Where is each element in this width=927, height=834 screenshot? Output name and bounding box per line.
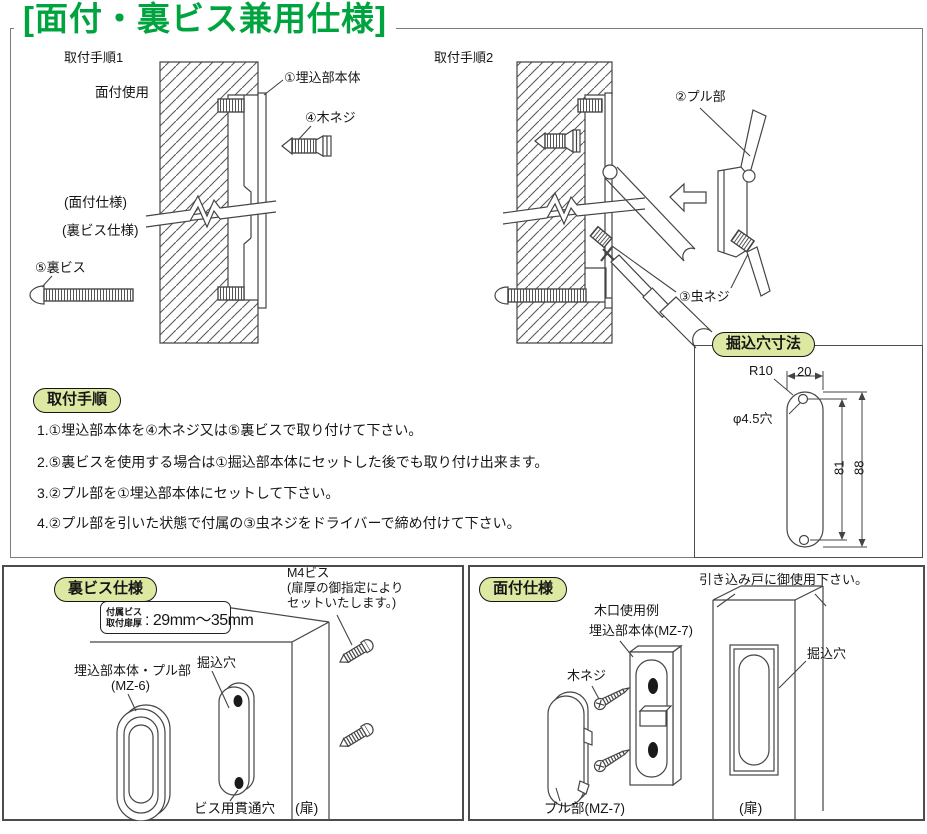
- dimension-heading: 掘込穴寸法: [712, 332, 816, 357]
- m4-screw-icon: [336, 636, 376, 668]
- spec-line2: 取付扉厚: [106, 617, 143, 628]
- label-mz7-body: 埋込部本体(MZ-7): [589, 623, 693, 638]
- dim-radius: R10: [749, 363, 773, 378]
- label-body-pull: 埋込部本体・プル部: [74, 663, 192, 678]
- mz7-pull: [547, 691, 593, 807]
- dim-outer-height: 88: [851, 460, 867, 476]
- arrow-left-icon: [669, 182, 707, 213]
- wood-screw-icon-2: [591, 744, 633, 775]
- mz6-capsule: [116, 704, 171, 821]
- label-through-hole: ビス用貫通穴: [194, 801, 275, 816]
- diagram2-caption: 取付手順2: [434, 50, 494, 65]
- label-end-grain-example: 木口使用例: [594, 603, 660, 618]
- label-wood-screw-right: 木ネジ: [567, 668, 607, 683]
- dim-inner-height: 81: [831, 460, 847, 476]
- procedure-step-3: 3.②プル部を①埋込部本体にセットして下さい。: [37, 485, 340, 501]
- routed-hole: [729, 644, 779, 776]
- screw-boss-top-right: [577, 98, 603, 113]
- page-title: [面付・裏ビス兼用仕様]: [14, 0, 396, 38]
- screwdriver-icon: [600, 246, 713, 349]
- back-screw-icon: [29, 285, 134, 305]
- label-m4-1: M4ビス: [287, 566, 330, 580]
- label-sliding-door-note: 引き込み戸に御使用下さい。: [699, 572, 869, 587]
- screw-boss-top-left: [217, 98, 245, 113]
- procedure-step-2: 2.⑤裏ビスを使用する場合は①掘込部本体にセットした後でも取り付け出来ます。: [37, 454, 549, 470]
- screw-boss-bottom-left: [217, 286, 245, 301]
- dim-hole: φ4.5穴: [733, 411, 773, 426]
- door-thickness-spec: 付属ビス 取付扉厚 : 29mm〜35mm: [100, 601, 254, 634]
- diagram1-caption: 取付手順1: [64, 50, 124, 65]
- label-set-screw: ③虫ネジ: [679, 289, 730, 304]
- spec-line1: 付属ビス: [106, 607, 143, 618]
- set-screw-icon: [589, 225, 613, 249]
- label-m4-2: (扉厚の御指定により: [287, 581, 404, 595]
- label-door-left: (扉): [295, 800, 319, 816]
- label-body-pull-model: (MZ-6): [111, 678, 150, 693]
- label-door-right: (扉): [739, 800, 763, 816]
- label-back-screw-spec: (裏ビス仕様): [62, 223, 139, 238]
- pull-lever-icon: [604, 166, 696, 262]
- back-screw-spec-box: [2, 565, 464, 821]
- procedure-step-1: 1.①埋込部本体を④木ネジ又は⑤裏ビスで取り付けて下さい。: [37, 422, 423, 438]
- surface-box-art: [547, 585, 827, 819]
- label-routed-hole-right: 掘込穴: [807, 646, 847, 661]
- wood-screw-installed-icon: [534, 128, 581, 154]
- spec-value: : 29mm〜35mm: [145, 611, 254, 629]
- label-wood-screw: ④木ネジ: [305, 110, 356, 125]
- back-screw-installed-icon: [494, 286, 587, 305]
- procedure-step-4: 4.②プル部を引いた状態で付属の③虫ネジをドライバーで締め付けて下さい。: [37, 515, 521, 531]
- surface-box-heading: 面付仕様: [479, 577, 568, 602]
- back-screw-box-art: [90, 605, 376, 821]
- dim-width: 20: [797, 364, 812, 379]
- main-diagram-box: [10, 28, 923, 558]
- label-routed-hole-left: 掘込穴: [197, 655, 237, 670]
- hole-dimension-art: [773, 371, 867, 548]
- label-m4-3: セットいたします。): [287, 596, 397, 610]
- label-mz7-pull: プル部(MZ-7): [544, 801, 625, 816]
- wood-screw-icon: [281, 134, 332, 158]
- routed-hole: [218, 682, 255, 796]
- label-back-screw: ⑤裏ビス: [35, 260, 86, 275]
- procedure-heading: 取付手順: [33, 388, 122, 413]
- back-box-heading: 裏ビス仕様: [54, 577, 158, 602]
- label-pull-part: ②プル部: [675, 89, 726, 104]
- label-surface-use: 面付使用: [95, 85, 149, 100]
- mz7-body: [628, 644, 683, 787]
- surface-mount-spec-box: [468, 565, 925, 821]
- main-diagrams-art: [29, 61, 771, 349]
- label-surface-spec: (面付仕様): [64, 195, 127, 210]
- m4-screw-icon-2: [336, 720, 376, 752]
- label-body-part: ①埋込部本体: [284, 70, 361, 85]
- pull-part-side-view: [717, 109, 771, 297]
- door-edges: [712, 585, 824, 819]
- door-edges: [90, 605, 330, 819]
